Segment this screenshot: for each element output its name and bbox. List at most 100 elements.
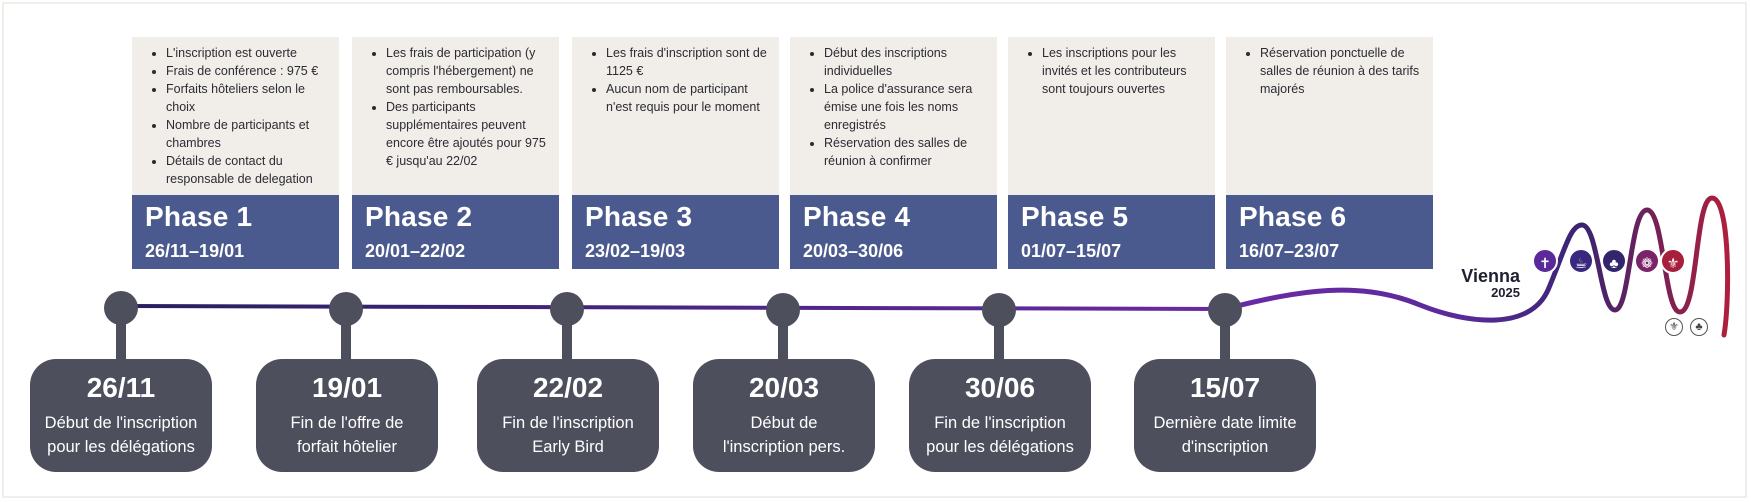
- phase-band-6: Phase 6 16/07–23/07: [1226, 195, 1433, 269]
- phase-card-1: L'inscription est ouverte Frais de confé…: [132, 37, 339, 269]
- milestone-date: 20/03: [748, 372, 820, 403]
- phase-note: Frais de conférence : 975 €: [166, 62, 329, 80]
- milestone-label-line: Fin de l'inscription: [934, 414, 1066, 432]
- flower-icon: ❁: [1634, 248, 1660, 274]
- phase-band-4: Phase 4 20/03–30/06: [790, 195, 997, 269]
- milestone-stem: [116, 306, 126, 362]
- milestone-stem: [778, 306, 788, 362]
- milestone-stem: [1220, 306, 1230, 362]
- milestone-label-line: Early Bird: [532, 438, 604, 456]
- fleur-de-lis-icon: ⚜: [1665, 318, 1683, 336]
- milestone-label: Début de l'inscription pour les délégati…: [34, 411, 208, 459]
- milestone-label-line: pour les délégations: [47, 438, 195, 456]
- milestone-label-line: pour les délégations: [926, 438, 1074, 456]
- phase-band-1: Phase 1 26/11–19/01: [132, 195, 339, 269]
- phase-note: Aucun nom de participant n'est requis po…: [606, 80, 769, 116]
- phase-note: Les frais de participation (y compris l'…: [386, 44, 549, 98]
- milestone-label-line: forfait hôtelier: [297, 438, 397, 456]
- milestone-label-line: Fin de l'inscription: [502, 414, 634, 432]
- phase-band-3: Phase 3 23/02–19/03: [572, 195, 779, 269]
- phase-note: Les inscriptions pour les invités et les…: [1042, 44, 1205, 98]
- milestone-dot-2: [329, 292, 363, 326]
- milestone-label-line: Fin de l'offre de: [290, 414, 404, 432]
- milestone-date: 30/06: [964, 372, 1036, 403]
- phase-notes-2: Les frais de participation (y compris l'…: [352, 37, 559, 195]
- event-logo-text: Vienna 2025: [1450, 266, 1520, 300]
- phase-note: Détails de contact du responsable de del…: [166, 152, 329, 188]
- phase-note: Des participants supplémentaires peuvent…: [386, 98, 549, 170]
- milestone-box-4: 20/03 Début de l'inscription pers.: [693, 359, 875, 472]
- phase-band-5: Phase 5 01/07–15/07: [1008, 195, 1215, 269]
- milestone-dot-1: [104, 291, 138, 325]
- milestone-date: 19/01: [311, 372, 383, 403]
- phase-title: Phase 3: [585, 201, 693, 232]
- milestone-stem: [562, 306, 572, 362]
- milestone-label: Début de l'inscription pers.: [697, 411, 871, 459]
- phase-card-2: Les frais de participation (y compris l'…: [352, 37, 559, 269]
- milestone-dot-3: [550, 292, 584, 326]
- milestone-box-3: 22/02 Fin de l'inscription Early Bird: [477, 359, 659, 472]
- milestone-box-5: 30/06 Fin de l'inscription pour les délé…: [909, 359, 1091, 472]
- phase-notes-6: Réservation ponctuelle de salles de réun…: [1226, 37, 1433, 195]
- phase-note: Réservation des salles de réunion à conf…: [824, 134, 987, 170]
- phase-title: Phase 1: [145, 201, 253, 232]
- timeline-wave: [1222, 195, 1731, 338]
- fleur-de-lis-icon: ⚜: [1660, 248, 1686, 274]
- milestone-label-line: d'inscription: [1181, 438, 1269, 456]
- phase-title: Phase 5: [1021, 201, 1129, 232]
- phase-band-2: Phase 2 20/01–22/02: [352, 195, 559, 269]
- milestone-stem: [341, 306, 351, 362]
- phase-note: Début des inscriptions individuelles: [824, 44, 987, 80]
- phase-note: Réservation ponctuelle de salles de réun…: [1260, 44, 1423, 98]
- milestone-date: 22/02: [532, 372, 604, 403]
- milestone-date: 26/11: [86, 372, 156, 403]
- phase-notes-3: Les frais d'inscription sont de 1125 € A…: [572, 37, 779, 195]
- phase-title: Phase 2: [365, 201, 473, 232]
- phase-notes-1: L'inscription est ouverte Frais de confé…: [132, 37, 339, 195]
- logo-year: 2025: [1491, 285, 1520, 300]
- milestone-stem: [994, 306, 1004, 362]
- phase-note: Forfaits hôteliers selon le choix: [166, 80, 329, 116]
- milestone-dot-4: [766, 293, 800, 327]
- milestone-label: Fin de l'inscription pour les délégation…: [913, 411, 1087, 459]
- milestone-label: Fin de l'offre de forfait hôtelier: [260, 411, 434, 459]
- milestone-date: 15/07: [1189, 372, 1261, 403]
- trefoil-icon: ♣: [1690, 318, 1708, 336]
- phase-card-6: Réservation ponctuelle de salles de réun…: [1226, 37, 1433, 269]
- milestone-box-6: 15/07 Dernière date limite d'inscription: [1134, 359, 1316, 472]
- phase-note: Les frais d'inscription sont de 1125 €: [606, 44, 769, 80]
- milestone-dot-5: [982, 293, 1016, 327]
- phase-dates: 16/07–23/07: [1239, 241, 1340, 261]
- phase-card-5: Les inscriptions pour les invités et les…: [1008, 37, 1215, 269]
- person-icon: ✝: [1532, 248, 1558, 274]
- tree-icon: ♣: [1601, 248, 1627, 274]
- phase-card-4: Début des inscriptions individuelles La …: [790, 37, 997, 269]
- logo-city: Vienna: [1461, 266, 1520, 286]
- phase-dates: 20/03–30/06: [803, 241, 904, 261]
- phase-note: Nombre de participants et chambres: [166, 116, 329, 152]
- phase-dates: 23/02–19/03: [585, 241, 686, 261]
- phase-title: Phase 4: [803, 201, 911, 232]
- phase-title: Phase 6: [1239, 201, 1347, 232]
- phase-dates: 01/07–15/07: [1021, 241, 1122, 261]
- phase-notes-4: Début des inscriptions individuelles La …: [790, 37, 997, 195]
- milestone-box-2: 19/01 Fin de l'offre de forfait hôtelier: [256, 359, 438, 472]
- milestone-dot-6: [1208, 293, 1242, 327]
- phase-notes-5: Les inscriptions pour les invités et les…: [1008, 37, 1215, 195]
- milestone-label: Fin de l'inscription Early Bird: [481, 411, 655, 459]
- cup-icon: ☕: [1568, 248, 1594, 274]
- milestone-label: Dernière date limite d'inscription: [1138, 411, 1312, 459]
- milestone-label-line: Dernière date limite: [1153, 414, 1297, 432]
- phase-note: La police d'assurance sera émise une foi…: [824, 80, 987, 134]
- milestone-label-line: Début de: [750, 414, 818, 432]
- phase-dates: 26/11–19/01: [145, 241, 245, 261]
- milestone-box-1: 26/11 Début de l'inscription pour les dé…: [30, 359, 212, 472]
- milestone-label-line: Début de l'inscription: [44, 414, 198, 432]
- phase-card-3: Les frais d'inscription sont de 1125 € A…: [572, 37, 779, 269]
- phase-note: L'inscription est ouverte: [166, 44, 329, 62]
- timeline-axis: [119, 304, 1226, 311]
- milestone-label-line: l'inscription pers.: [722, 438, 846, 456]
- phase-dates: 20/01–22/02: [365, 241, 466, 261]
